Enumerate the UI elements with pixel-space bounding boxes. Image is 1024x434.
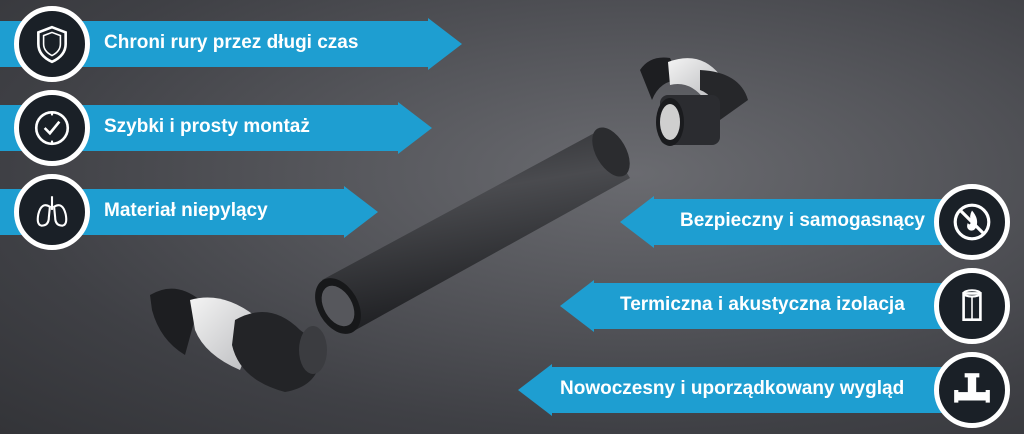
lungs-icon (14, 174, 90, 250)
elbow-fitting (150, 288, 327, 392)
feature-arrow-insulation: Termiczna i akustyczna izolacja (560, 280, 966, 332)
feature-label: Termiczna i akustyczna izolacja (620, 294, 905, 315)
feature-label: Nowoczesny i uporządkowany wygląd (560, 378, 905, 399)
feature-arrow-modern-look: Nowoczesny i uporządkowany wygląd (518, 364, 966, 416)
shield-icon (14, 6, 90, 82)
tee-fitting (640, 57, 748, 146)
clock-icon (14, 90, 90, 166)
feature-label: Materiał niepylący (104, 200, 268, 221)
feature-label: Chroni rury przez długi czas (104, 32, 359, 53)
feature-label: Bezpieczny i samogasnący (680, 210, 925, 231)
feature-arrow-self-extinguishing: Bezpieczny i samogasnący (620, 196, 966, 248)
no-fire-icon (934, 184, 1010, 260)
pipe-tee-icon (934, 352, 1010, 428)
feature-label: Szybki i prosty montaż (104, 116, 310, 137)
straight-pipe (315, 127, 630, 334)
insulation-roll-icon (934, 268, 1010, 344)
